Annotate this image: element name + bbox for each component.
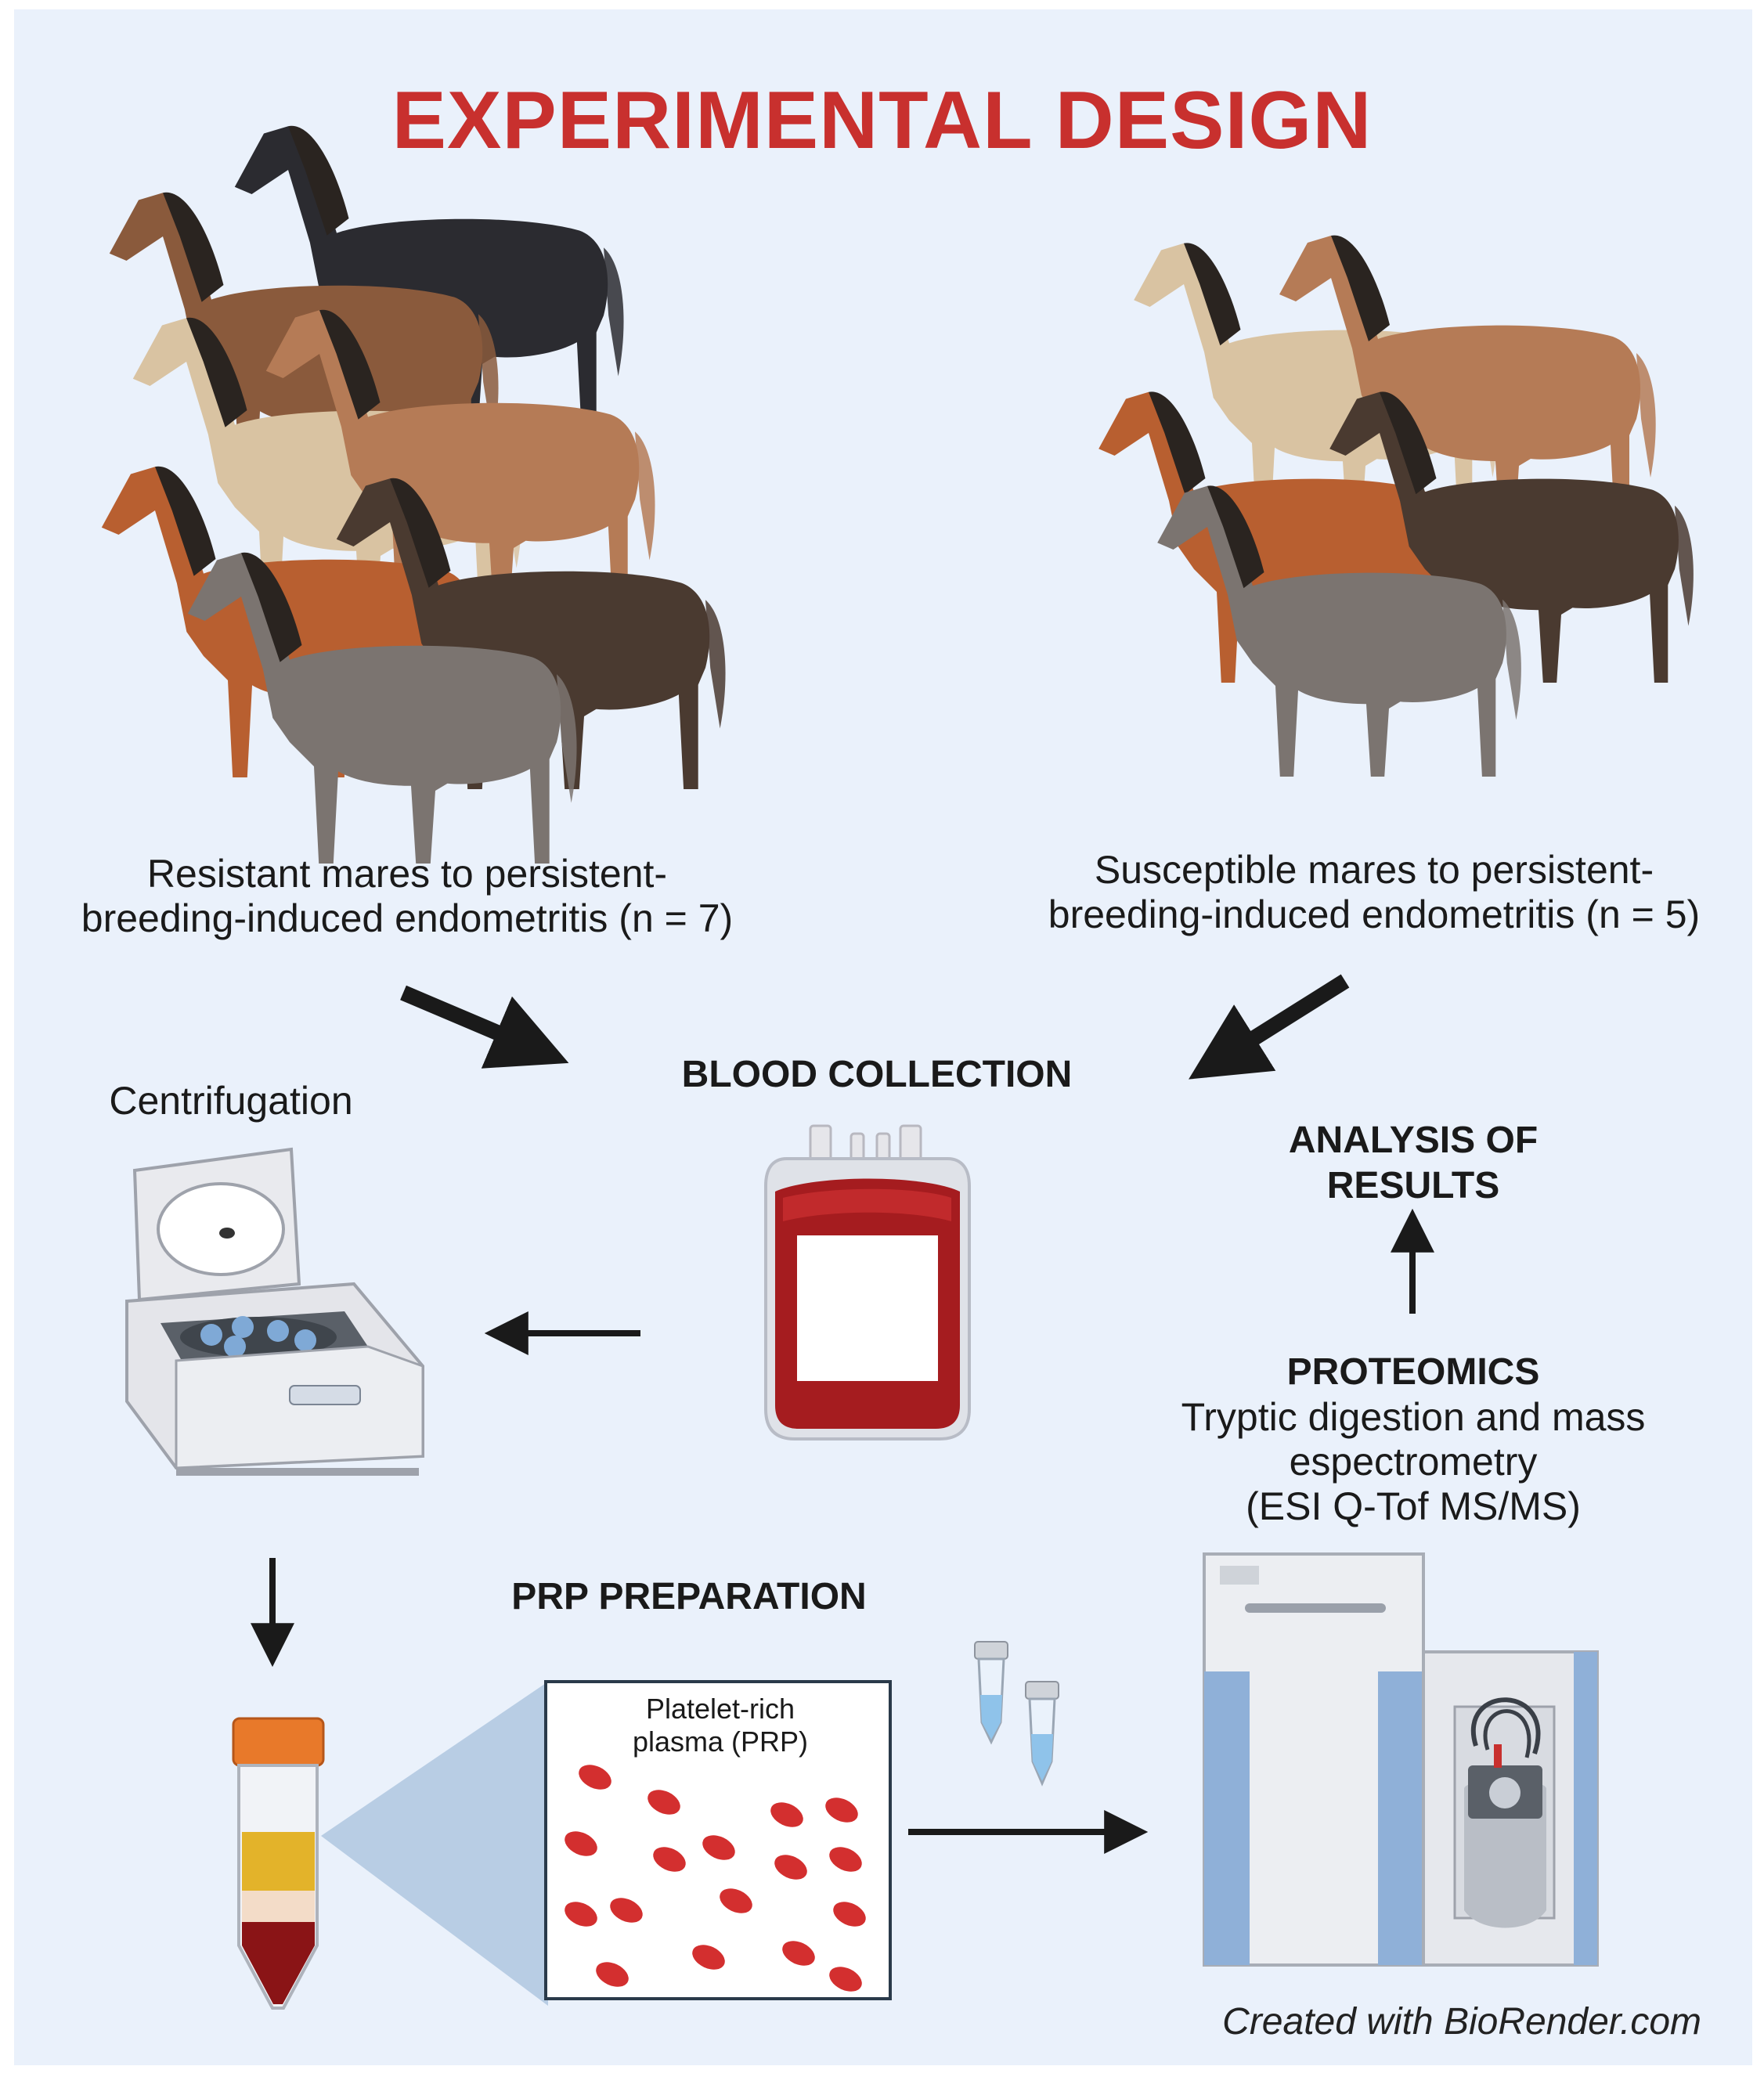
proteomics-label: PROTEOMICS xyxy=(1286,1351,1540,1393)
figure-title: EXPERIMENTAL DESIGN xyxy=(391,75,1373,166)
proteomics-detail-label: Tryptic digestion and mass espectrometry… xyxy=(1181,1395,1646,1528)
prp-box-label: Platelet-rich plasma (PRP) xyxy=(632,1693,809,1758)
centrifugation-label: Centrifugation xyxy=(109,1079,353,1123)
centrifuge-icon xyxy=(125,1147,424,1476)
susceptible-mares-caption: Susceptible mares to persistent- breedin… xyxy=(1048,848,1701,936)
blood-bag-icon xyxy=(764,1124,971,1441)
biorender-credit: Created with BioRender.com xyxy=(1222,2001,1701,2043)
prp-box xyxy=(544,1680,892,2000)
arrow-resistant-to-blood xyxy=(400,985,569,1069)
arrow-susceptible-to-blood xyxy=(1189,974,1350,1080)
prp-preparation-label: PRP PREPARATION xyxy=(511,1576,867,1617)
prp-tube-icon xyxy=(232,1717,325,2010)
resistant-mares-illustration xyxy=(101,125,726,864)
susceptible-mares-illustration xyxy=(1098,235,1694,777)
mass-spectrometer-icon xyxy=(1203,1552,1599,1967)
microtubes-icon xyxy=(974,1641,1059,1787)
resistant-mares-caption: Resistant mares to persistent- breeding-… xyxy=(81,852,734,940)
zoom-cone xyxy=(321,1682,548,2006)
analysis-of-results-label: ANALYSIS OF RESULTS xyxy=(1288,1120,1539,1206)
blood-collection-label: BLOOD COLLECTION xyxy=(681,1054,1073,1095)
